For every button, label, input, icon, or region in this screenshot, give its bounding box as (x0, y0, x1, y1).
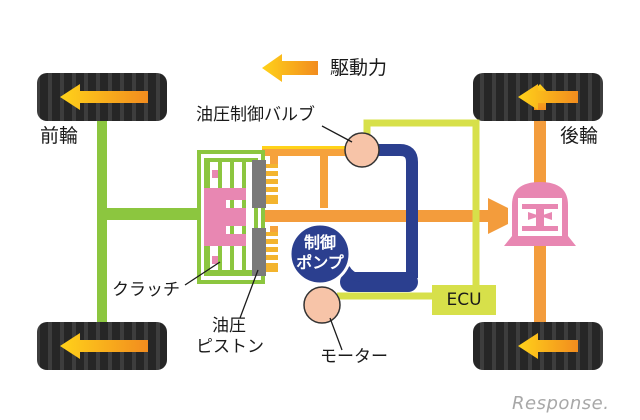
rear-left-tire (473, 73, 603, 121)
control-pump (288, 222, 352, 286)
front-right-tire (37, 322, 167, 370)
ecu-box (432, 285, 496, 315)
leader-lines (184, 125, 353, 351)
front-driveshaft (97, 112, 199, 334)
piston-label-line2: ピストン (196, 337, 264, 357)
drive-force-legend-arrow (262, 54, 318, 82)
ecu-label: ECU (446, 290, 482, 310)
motor (303, 286, 341, 324)
rear-differential (504, 182, 576, 246)
response-watermark-logo: Response. (512, 393, 610, 414)
rear-wheels-label: 後輪 (560, 125, 599, 147)
valve-label: 油圧制御バルブ (196, 105, 315, 125)
hydraulic-lines (340, 144, 418, 292)
pump-label-line1: 制御 (303, 233, 336, 252)
hydraulic-pistons (252, 160, 278, 276)
piston-label-line1: 油圧 (212, 316, 246, 336)
clutch-assembly (197, 150, 265, 284)
motor-label: モーター (320, 347, 388, 367)
front-wheels-label: 前輪 (40, 125, 79, 147)
pump-label-line2: ポンプ (296, 253, 344, 272)
rear-right-tire (473, 322, 603, 370)
hydraulic-control-valve (344, 132, 380, 168)
front-left-tire (37, 73, 167, 121)
clutch-label: クラッチ (112, 280, 180, 300)
legend-label: 駆動力 (330, 57, 388, 79)
